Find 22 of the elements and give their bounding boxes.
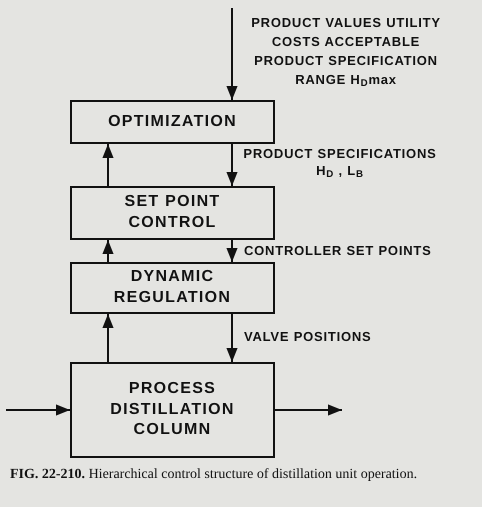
arrow	[226, 8, 238, 100]
edge-label: CONTROLLER SET POINTS	[244, 242, 433, 260]
arrow	[102, 240, 114, 262]
process-box	[70, 100, 275, 144]
arrow	[226, 314, 238, 362]
arrow	[102, 144, 114, 186]
edge-label: PRODUCT VALUES UTILITY COSTS ACCEPTABLE PRODUCT SPECIFICATION RANGE H$_{D}$max	[250, 14, 442, 90]
process-box	[70, 186, 275, 240]
process-box	[70, 262, 275, 314]
edge-label: VALVE POSITIONS	[244, 328, 373, 346]
arrow	[226, 144, 238, 186]
figure-caption: FIG. 22-210. Hierarchical control structure of distillation unit operation.	[10, 466, 418, 484]
arrow	[275, 404, 342, 416]
box-label: PROCESS DISTILLATION COLUMN	[109, 378, 236, 440]
arrow	[226, 240, 238, 262]
box-label: DYNAMIC REGULATION	[112, 267, 232, 308]
process-box	[70, 362, 275, 458]
arrow	[6, 404, 70, 416]
box-label: OPTIMIZATION	[108, 112, 237, 132]
arrow	[102, 314, 114, 362]
box-label: SET POINT CONTROL	[124, 192, 222, 233]
edge-label: PRODUCT SPECIFICATIONS H$_{D}$ , L$_{B}$	[242, 146, 438, 180]
